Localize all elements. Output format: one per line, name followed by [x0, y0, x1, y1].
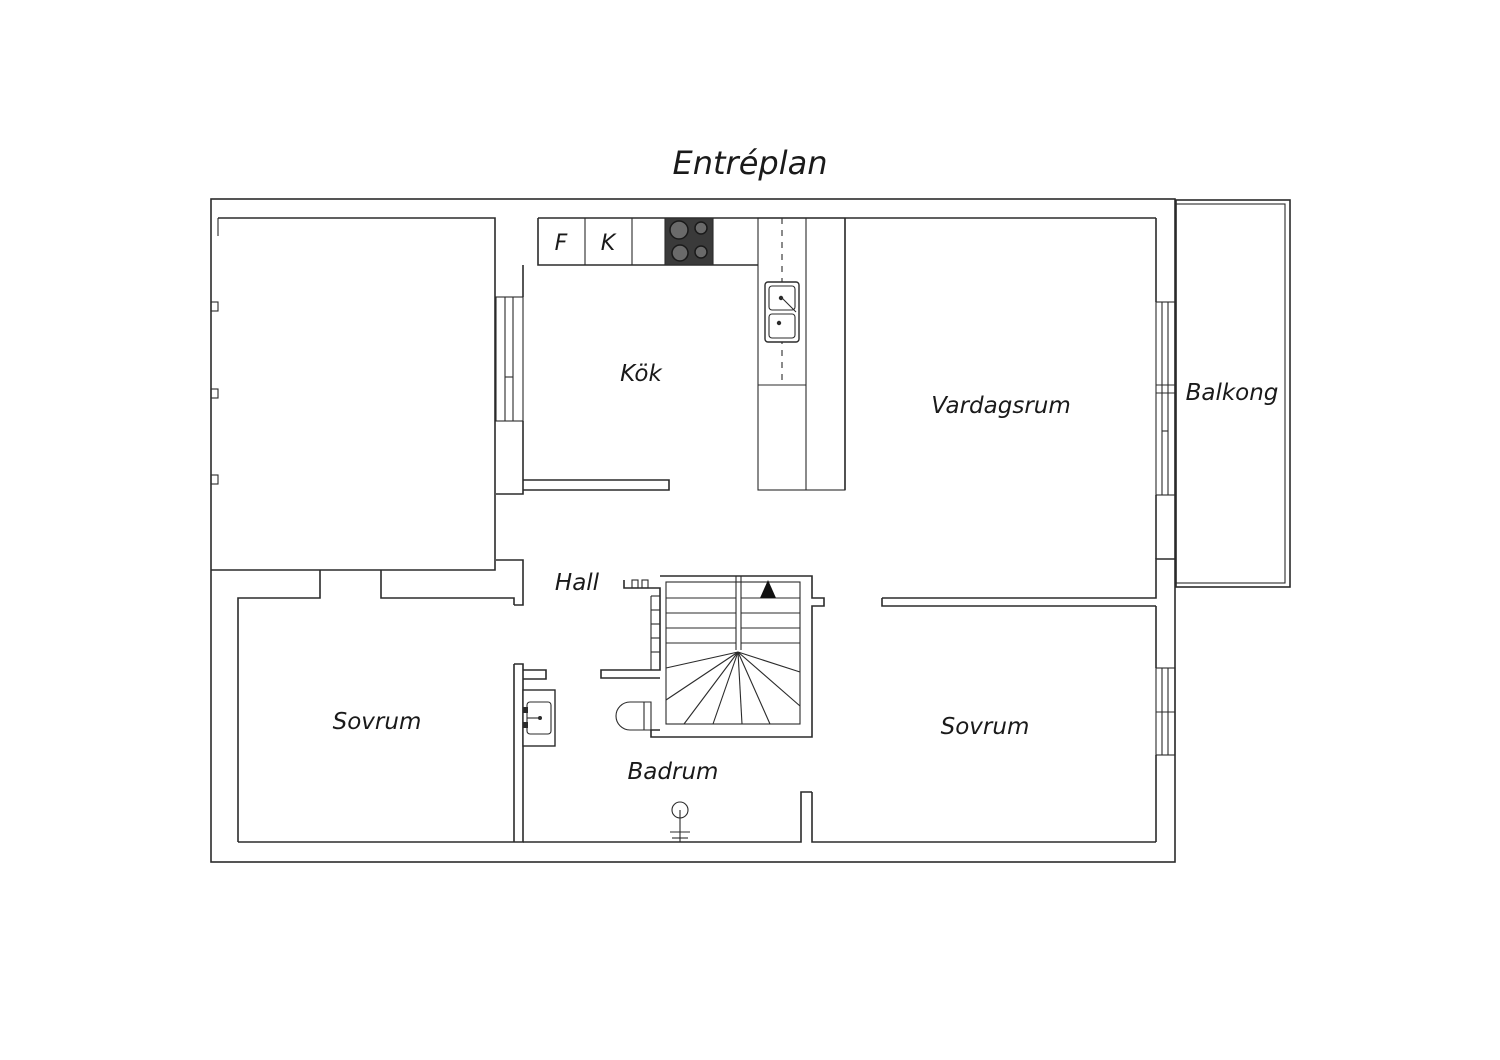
kitchen-side-counter	[757, 217, 846, 491]
living-room-walls	[845, 217, 1157, 559]
wash-basin-icon	[522, 689, 556, 747]
staircase-icon	[600, 575, 825, 738]
room-label-hall: Hall	[555, 570, 600, 596]
room-label-living-room: Vardagsrum	[931, 393, 1071, 419]
right-bedroom-top-wall	[881, 558, 1175, 607]
freezer-label: K	[601, 231, 617, 256]
living-room-windows	[1155, 301, 1176, 496]
room-label-balcony: Balkong	[1186, 380, 1279, 406]
left-bedroom-walls	[237, 559, 524, 843]
fridge-label: F	[555, 231, 568, 256]
room-label-bathroom: Badrum	[628, 759, 719, 785]
stove-icon	[664, 217, 714, 266]
bathroom-walls	[514, 663, 812, 843]
right-bedroom-walls	[811, 606, 1176, 843]
room-label-bedroom-right: Sovrum	[941, 714, 1030, 740]
shower-icon	[670, 801, 690, 842]
balcony-outline	[1175, 199, 1291, 588]
kitchen-sink-icon	[764, 281, 800, 343]
room-label-bedroom-left: Sovrum	[333, 709, 422, 735]
interior-window	[495, 296, 524, 422]
left-room-walls	[210, 217, 496, 571]
page-title: Entréplan	[673, 144, 828, 182]
outer-wall	[210, 198, 1176, 863]
room-label-kitchen: Kök	[620, 361, 663, 387]
